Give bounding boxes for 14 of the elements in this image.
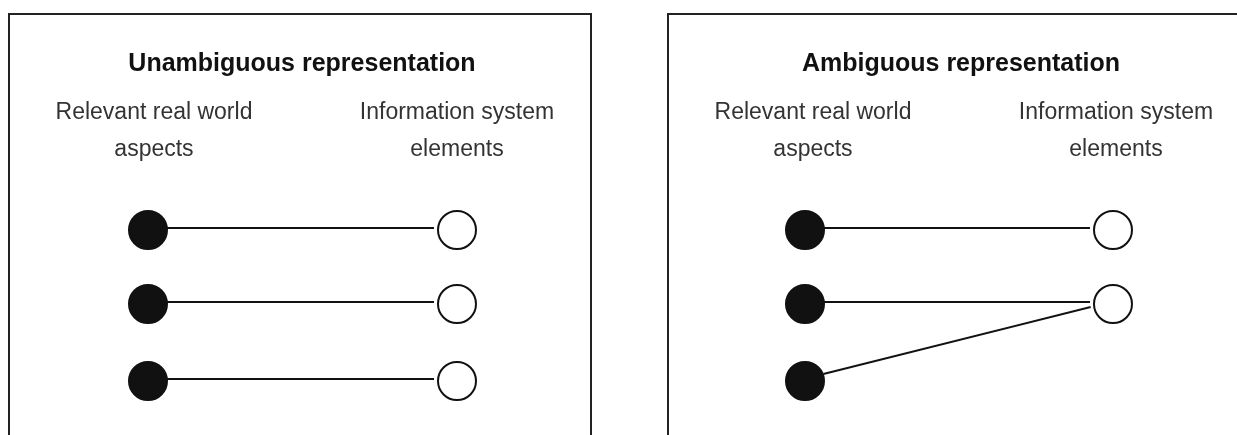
column-heading: Relevant real world aspects bbox=[54, 97, 254, 163]
connector-line bbox=[166, 227, 435, 229]
column-heading: Information system elements bbox=[1017, 97, 1215, 163]
column-heading: Relevant real world aspects bbox=[713, 97, 913, 163]
connector-line bbox=[823, 301, 1091, 303]
panel bbox=[8, 13, 592, 435]
panel-title: Ambiguous representation bbox=[800, 47, 1122, 78]
connector-line bbox=[822, 306, 1092, 375]
panel bbox=[667, 13, 1237, 435]
connector-line bbox=[823, 227, 1091, 229]
connector-line bbox=[166, 378, 435, 380]
panel-title: Unambiguous representation bbox=[127, 47, 477, 78]
connector-line bbox=[166, 301, 435, 303]
column-heading: Information system elements bbox=[358, 97, 556, 163]
